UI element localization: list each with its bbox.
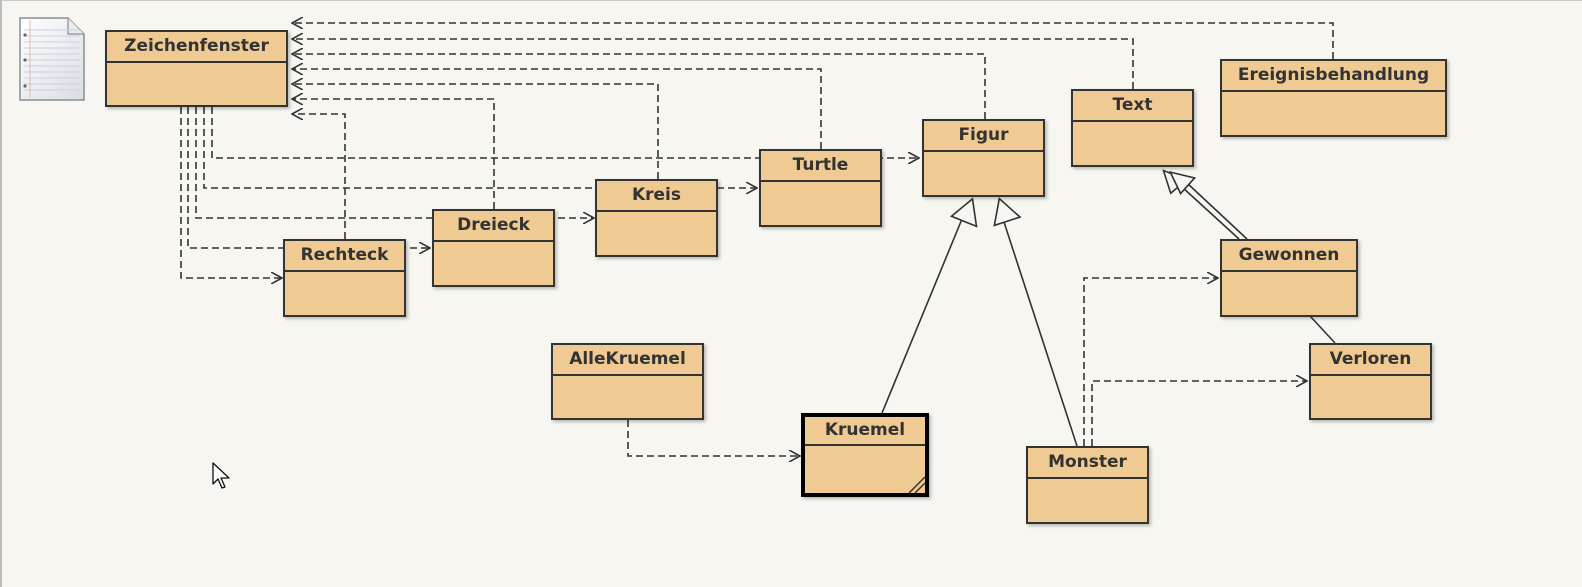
class-body (761, 182, 880, 225)
class-name: Ereignisbehandlung (1222, 61, 1445, 92)
class-name: AlleKruemel (553, 345, 702, 376)
dep-text-zeichenfenster[interactable] (292, 39, 1134, 89)
dep-dreieck-zeichenfenster[interactable] (292, 99, 495, 209)
class-name: Rechteck (285, 241, 404, 272)
class-body (597, 212, 716, 255)
dep-figur-zeichenfenster[interactable] (292, 54, 986, 119)
dep-zeichenfenster-turtle[interactable] (203, 107, 757, 188)
class-body (107, 63, 286, 105)
class-allekruemel[interactable]: AlleKruemel (551, 343, 704, 420)
class-ereignisbehandlung[interactable]: Ereignisbehandlung (1220, 59, 1447, 137)
class-kreis[interactable]: Kreis (595, 179, 718, 257)
mouse-pointer-icon (212, 462, 230, 489)
class-dreieck[interactable]: Dreieck (432, 209, 555, 287)
class-monster[interactable]: Monster (1026, 446, 1149, 524)
class-body (285, 272, 404, 315)
inh-verloren-text-head (1168, 170, 1197, 195)
dep-allekruemel-kruemel[interactable] (627, 420, 800, 456)
inh-gewonnen-text[interactable] (1186, 182, 1248, 240)
class-name: Zeichenfenster (107, 32, 286, 63)
class-name: Verloren (1311, 345, 1430, 376)
class-rechteck[interactable]: Rechteck (283, 239, 406, 317)
class-text[interactable]: Text (1071, 89, 1194, 167)
inh-kruemel-figur[interactable] (881, 218, 963, 414)
inh-verloren-text-upper[interactable] (1181, 186, 1240, 240)
class-name: Gewonnen (1222, 241, 1356, 272)
class-turtle[interactable]: Turtle (759, 149, 882, 227)
class-body (1073, 122, 1192, 165)
class-figur[interactable]: Figur (922, 119, 1045, 197)
note-icon[interactable] (18, 16, 88, 104)
dep-zeichenfenster-dreieck[interactable] (187, 107, 430, 248)
inh-kruemel-figur-head (949, 197, 978, 228)
class-body (1028, 479, 1147, 522)
class-body (1222, 92, 1445, 135)
class-body (924, 152, 1043, 195)
dep-monster-verloren[interactable] (1091, 381, 1307, 446)
class-body (434, 242, 553, 285)
dep-ereignisbehandlung-zeichenfenster[interactable] (292, 23, 1334, 59)
dep-turtle-zeichenfenster[interactable] (292, 69, 822, 149)
class-name: Figur (924, 121, 1043, 152)
resize-handle-icon[interactable] (903, 471, 925, 493)
dep-zeichenfenster-kreis[interactable] (195, 107, 594, 218)
dep-zeichenfenster-rechteck[interactable] (180, 107, 282, 278)
class-name: Text (1073, 91, 1192, 122)
inh-monster-figur[interactable] (1002, 218, 1078, 447)
class-kruemel[interactable]: Kruemel (801, 413, 929, 497)
class-name: Kruemel (805, 417, 925, 446)
class-name: Dreieck (434, 211, 553, 242)
class-zeichenfenster[interactable]: Zeichenfenster (105, 30, 288, 107)
class-body (1311, 376, 1430, 418)
dep-kreis-zeichenfenster[interactable] (292, 84, 659, 179)
class-body (553, 376, 702, 418)
class-verloren[interactable]: Verloren (1309, 343, 1432, 420)
class-body (1222, 272, 1356, 315)
dep-rechteck-zeichenfenster[interactable] (292, 114, 346, 239)
class-gewonnen[interactable]: Gewonnen (1220, 239, 1358, 317)
class-name: Turtle (761, 151, 880, 182)
dep-monster-gewonnen[interactable] (1083, 278, 1218, 446)
inh-monster-figur-head (993, 197, 1022, 227)
inh-verloren-text[interactable] (1309, 315, 1336, 344)
dep-zeichenfenster-figur[interactable] (211, 107, 919, 158)
class-name: Kreis (597, 181, 716, 212)
class-name: Monster (1028, 448, 1147, 479)
